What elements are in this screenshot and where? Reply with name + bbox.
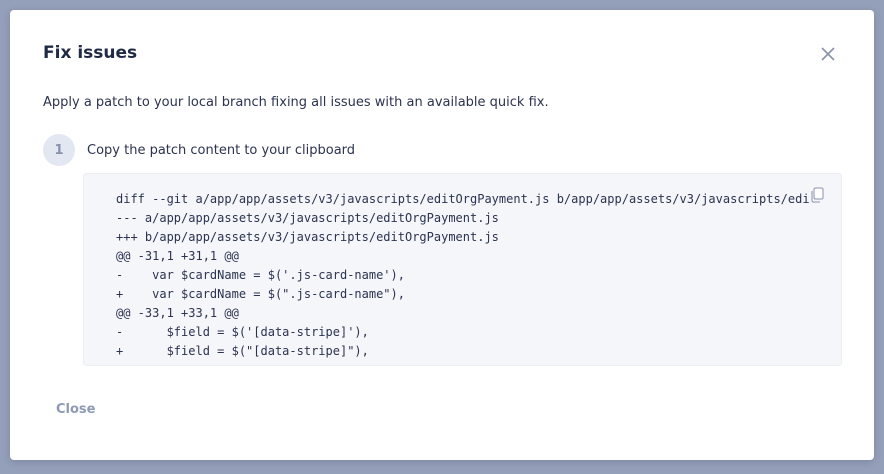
patch-line: @@ -33,1 +33,1 @@ [116,306,239,320]
close-button[interactable]: Close [56,402,96,417]
patch-line: + var $cardName = $(".js-card-name"), [116,287,405,301]
patch-line: diff --git a/app/app/assets/v3/javascrip… [116,192,809,206]
patch-line: - var $cardName = $('.js-card-name'), [116,268,405,282]
patch-line: @@ -31,1 +31,1 @@ [116,249,239,263]
patch-line: --- a/app/app/assets/v3/javascripts/edit… [116,211,499,225]
step-number: 1 [43,134,75,166]
dialog-description: Apply a patch to your local branch fixin… [43,95,549,110]
patch-content: diff --git a/app/app/assets/v3/javascrip… [116,190,809,361]
close-icon[interactable] [818,44,838,64]
patch-line: - $field = $('[data-stripe]'), [116,325,369,339]
fix-issues-dialog: Fix issues Apply a patch to your local b… [10,10,874,460]
patch-code-block: diff --git a/app/app/assets/v3/javascrip… [83,173,842,366]
copy-icon[interactable] [810,187,824,203]
patch-line: +++ b/app/app/assets/v3/javascripts/edit… [116,230,499,244]
step-label: Copy the patch content to your clipboard [87,142,356,158]
dialog-title: Fix issues [43,43,138,63]
patch-line: + $field = $("[data-stripe]"), [116,344,369,358]
step-1: 1 Copy the patch content to your clipboa… [43,134,355,166]
